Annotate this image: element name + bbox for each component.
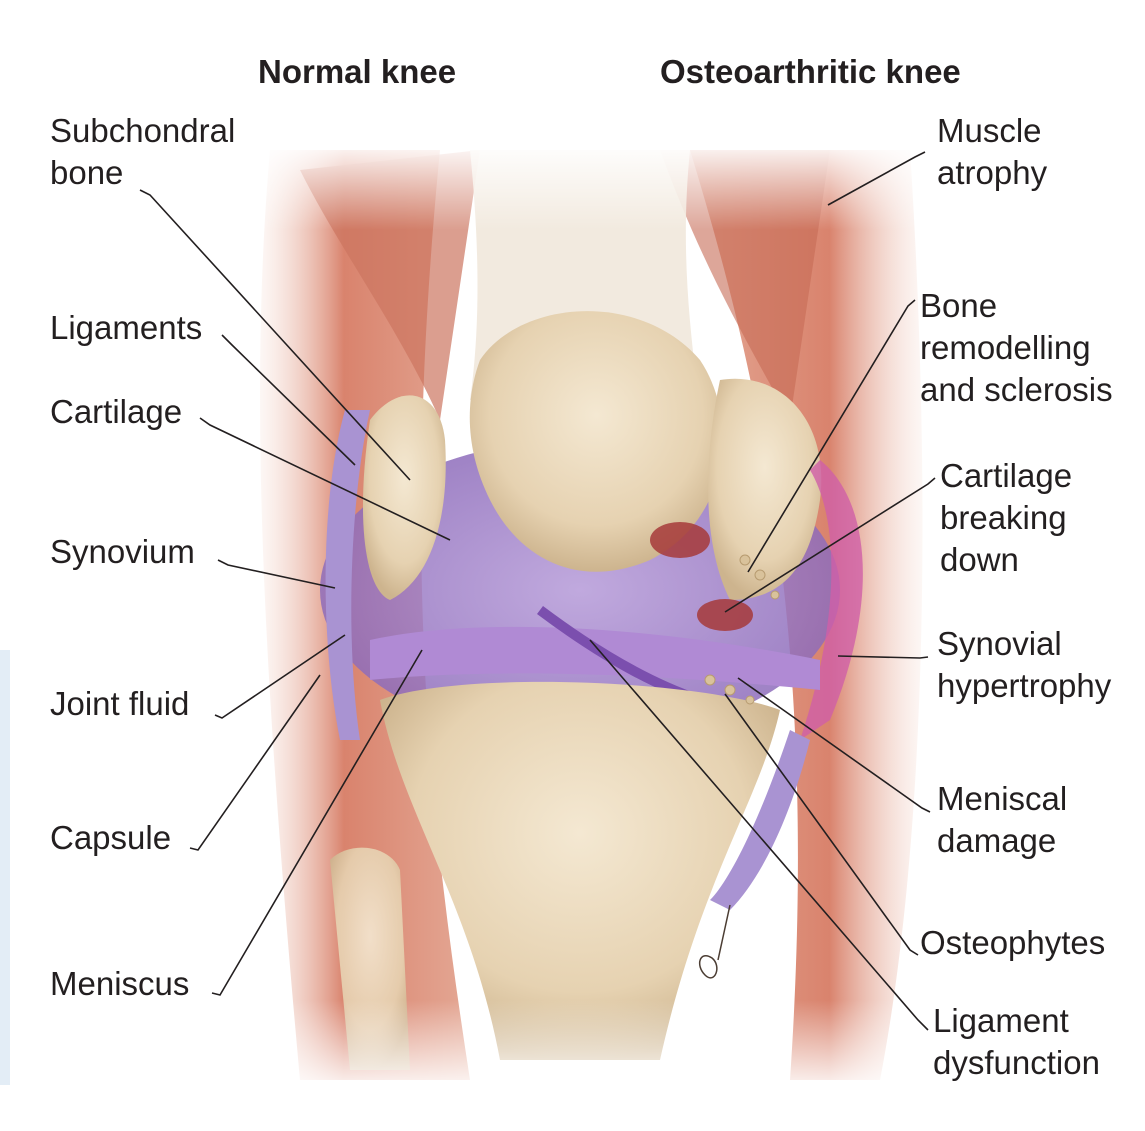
label-ligament-dysfunction: Ligament dysfunction [933, 1000, 1100, 1084]
cartilage-damage [650, 522, 710, 558]
label-cartilage-breaking-down: Cartilage breaking down [940, 455, 1072, 581]
label-cartilage: Cartilage [50, 391, 182, 433]
label-osteophytes: Osteophytes [920, 922, 1105, 964]
label-meniscus: Meniscus [50, 963, 189, 1005]
cartilage-damage-lower [697, 599, 753, 631]
title-osteoarthritic-knee: Osteoarthritic knee [660, 52, 961, 92]
artist-signature [700, 905, 730, 978]
label-subchondral-bone: Subchondral bone [50, 110, 235, 194]
label-synovial-hypertrophy: Synovial hypertrophy [937, 623, 1111, 707]
label-capsule: Capsule [50, 817, 171, 859]
label-meniscal-damage: Meniscal damage [937, 778, 1067, 862]
label-synovium: Synovium [50, 531, 195, 573]
label-muscle-atrophy: Muscle atrophy [937, 110, 1047, 194]
title-normal-knee: Normal knee [258, 52, 456, 92]
top-fade [230, 140, 950, 230]
label-joint-fluid: Joint fluid [50, 683, 189, 725]
bottom-fade [230, 1000, 950, 1095]
label-bone-remodelling: Bone remodelling and sclerosis [920, 285, 1113, 411]
label-ligaments: Ligaments [50, 307, 202, 349]
